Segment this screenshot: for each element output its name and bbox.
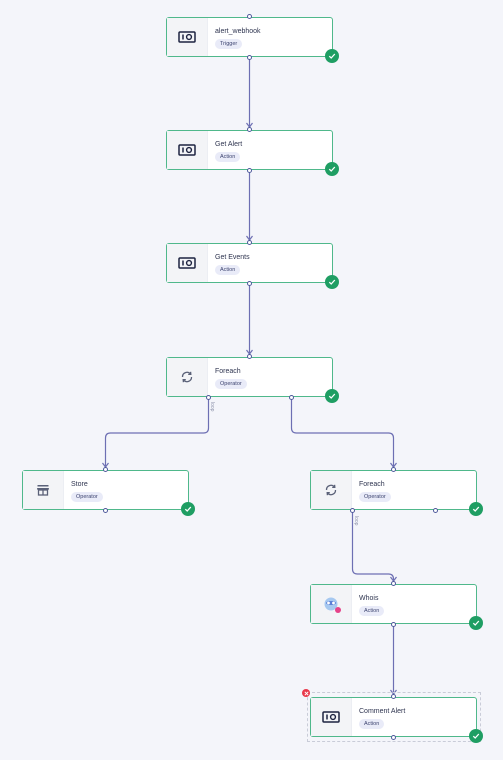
webhook-icon [167,18,208,56]
node-title: Whois [359,595,379,602]
node-title: Comment Alert [359,708,406,715]
success-check-icon [325,49,339,63]
loop-icon [311,471,352,509]
node-comment-alert[interactable]: Comment Alert Action [310,697,483,743]
store-icon [23,471,64,509]
success-check-icon [469,502,483,516]
output-port[interactable] [289,395,294,400]
node-type-badge: Action [215,152,241,162]
node-title: alert_webhook [215,28,261,35]
success-check-icon [469,616,483,630]
input-port[interactable] [391,694,396,699]
success-check-icon [469,729,483,743]
node-title: Foreach [359,481,385,488]
node-foreach[interactable]: Foreach Operator [310,470,483,516]
input-port[interactable] [103,467,108,472]
node-title: Get Events [215,254,250,261]
whois-icon [311,585,352,623]
loop-output-port[interactable] [350,508,355,513]
output-port[interactable] [433,508,438,513]
edge-foreach_2-whois[interactable] [351,511,395,582]
node-type-badge: Action [359,719,385,729]
node-alert-webhook[interactable]: alert_webhook Trigger [166,17,339,63]
node-type-badge: Action [215,265,241,275]
edge-foreach_1-foreach_2[interactable] [290,398,395,468]
loop-icon [167,358,208,396]
node-type-badge: Operator [359,492,391,502]
success-check-icon [181,502,195,516]
output-port[interactable] [247,55,252,60]
webhook-icon [167,244,208,282]
success-check-icon [325,162,339,176]
output-port[interactable] [247,281,252,286]
edge-foreach_1-store[interactable] [104,398,210,468]
loop-output-port[interactable] [206,395,211,400]
success-check-icon [325,389,339,403]
input-port[interactable] [391,581,396,586]
node-title: Store [71,481,88,488]
node-foreach[interactable]: Foreach Operator [166,357,339,403]
node-type-badge: Operator [71,492,103,502]
webhook-icon [167,131,208,169]
output-port[interactable] [391,735,396,740]
node-title: Get Alert [215,141,243,148]
success-check-icon [325,275,339,289]
selected-node-outline [307,692,481,742]
input-port[interactable] [391,467,396,472]
webhook-icon [311,698,352,736]
node-type-badge: Action [359,606,385,616]
node-store[interactable]: Store Operator [22,470,195,516]
output-port[interactable] [391,622,396,627]
node-type-badge: Trigger [215,39,243,49]
delete-node-icon[interactable] [302,689,310,697]
node-whois[interactable]: Whois Action [310,584,483,630]
node-get-alert[interactable]: Get Alert Action [166,130,339,176]
input-port[interactable] [247,14,252,19]
input-port[interactable] [247,127,252,132]
output-port[interactable] [247,168,252,173]
output-port[interactable] [103,508,108,513]
edge-label-loop: loop [209,402,215,412]
input-port[interactable] [247,240,252,245]
edge-label-loop: loop [353,516,359,526]
node-type-badge: Operator [215,379,247,389]
node-get-events[interactable]: Get Events Action [166,243,339,289]
input-port[interactable] [247,354,252,359]
node-title: Foreach [215,368,241,375]
